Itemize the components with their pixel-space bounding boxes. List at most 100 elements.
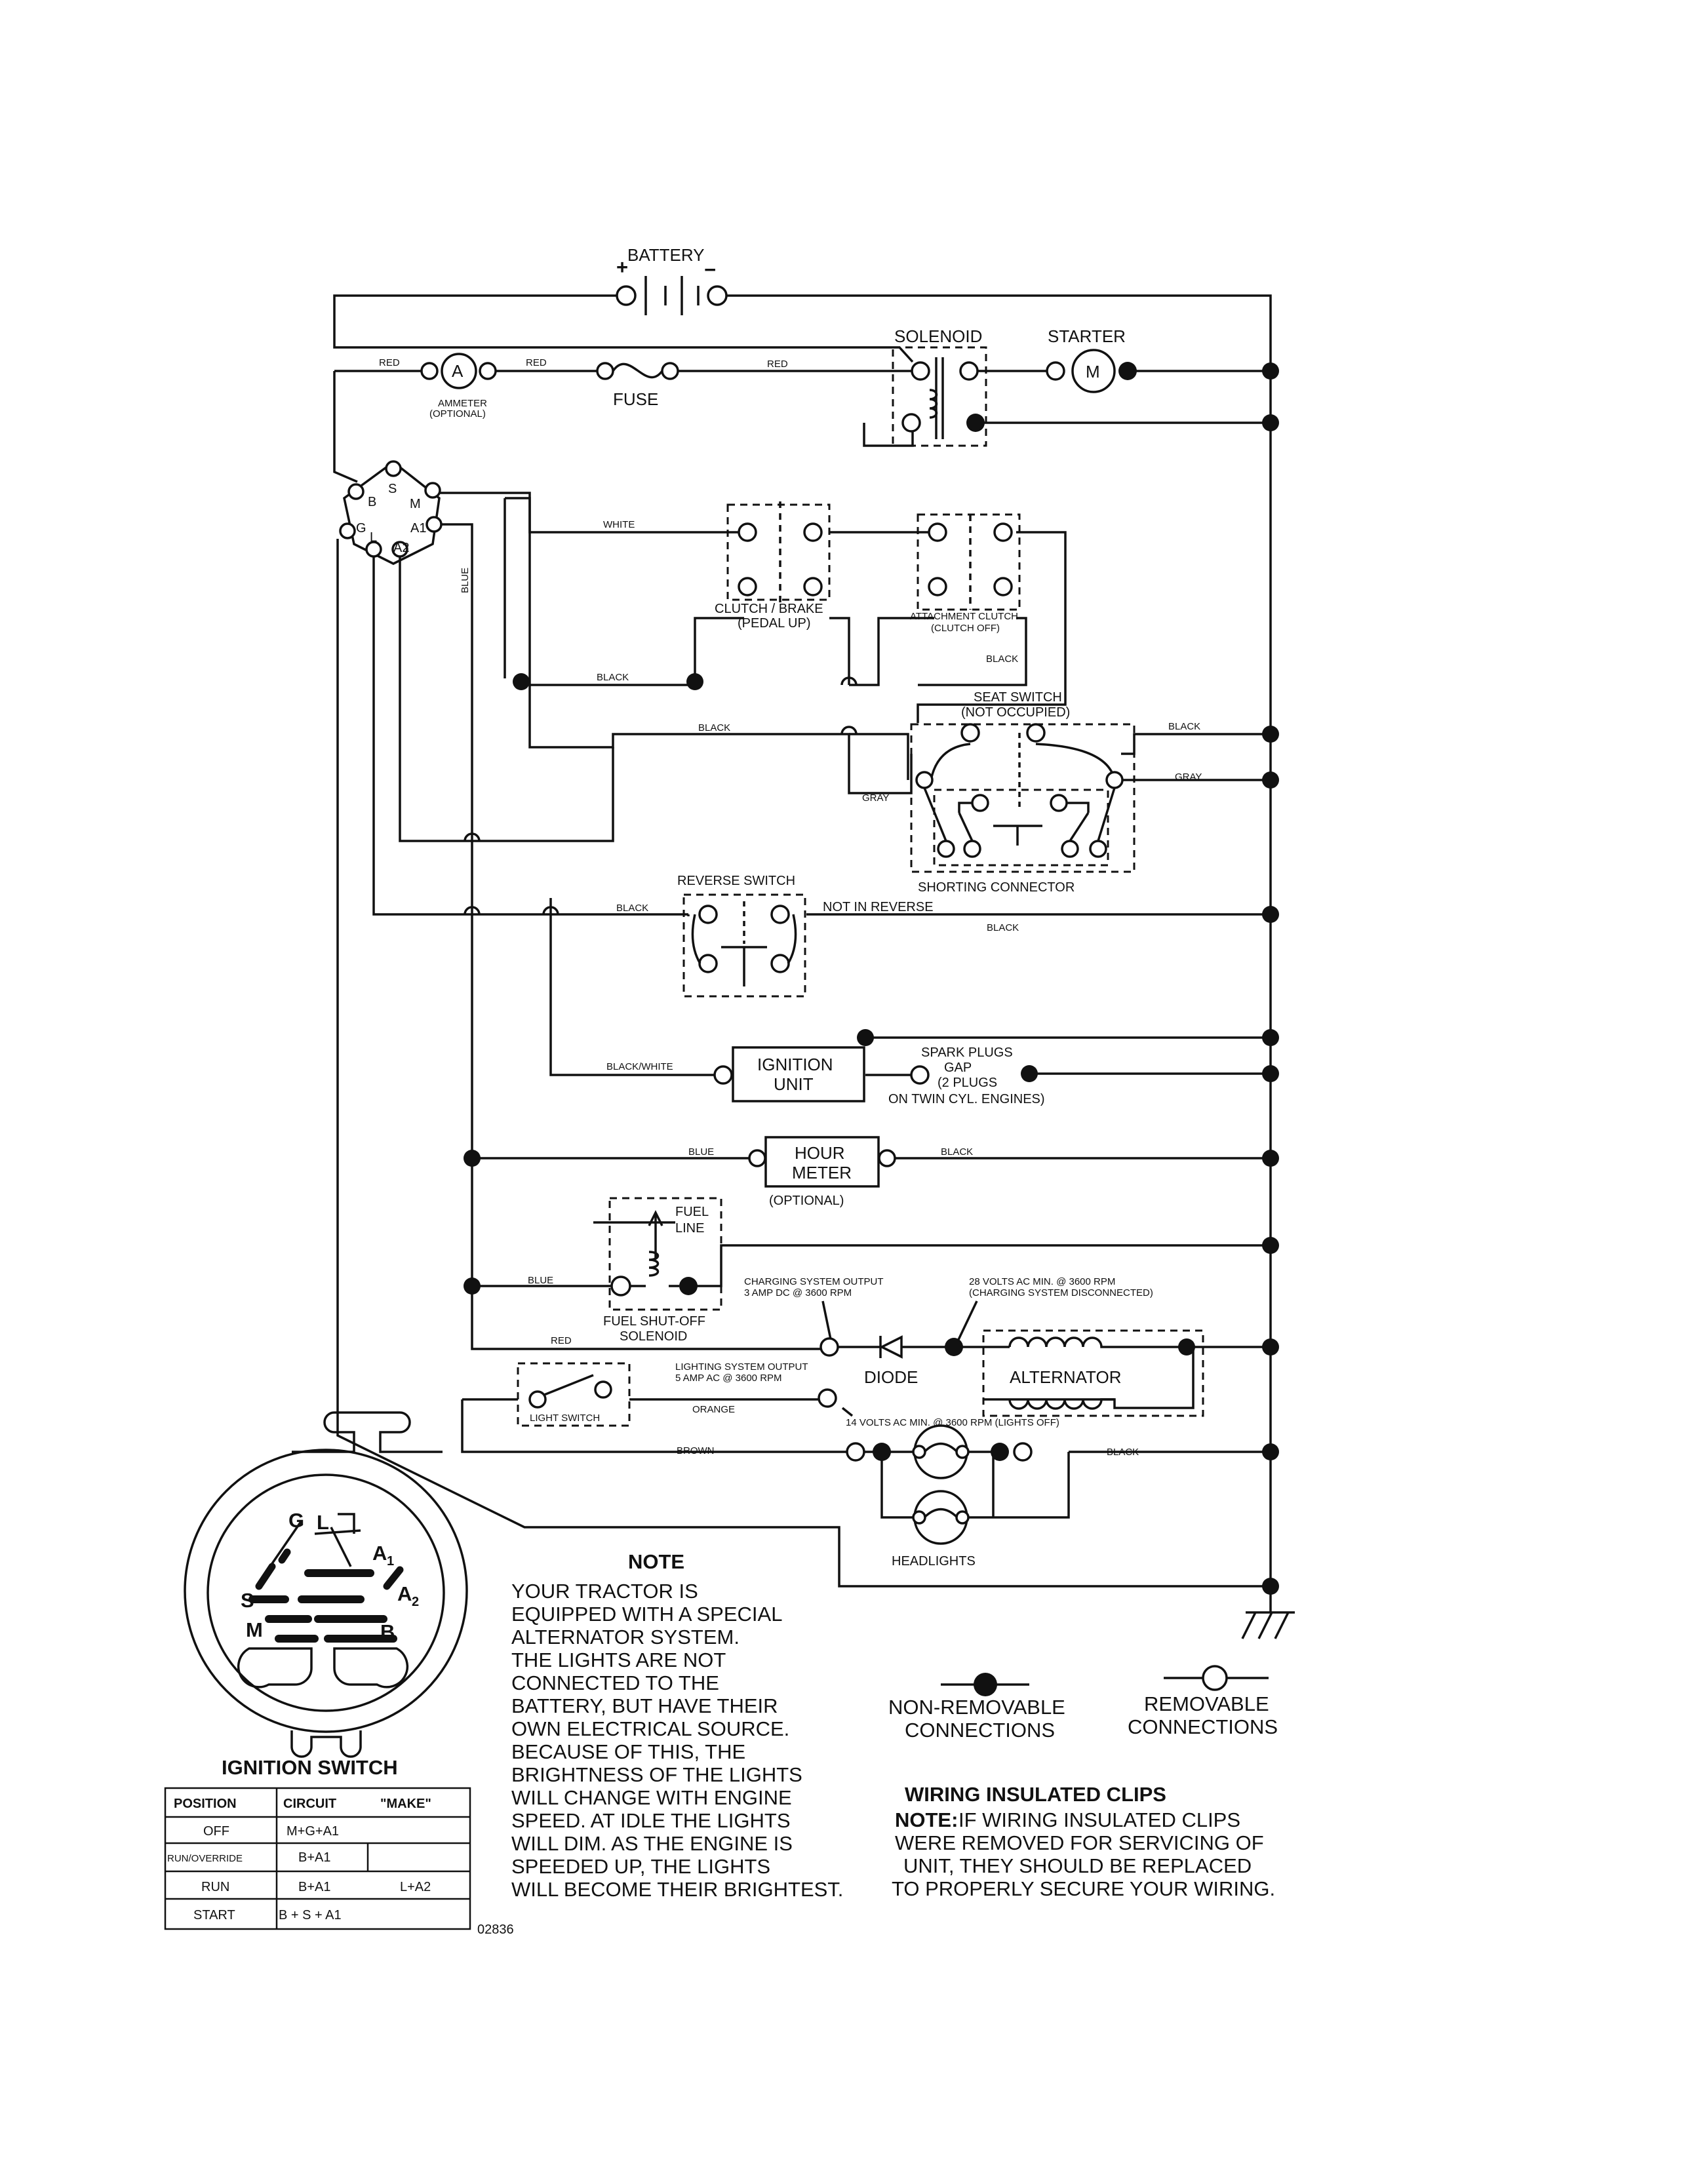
ammeter-label: AMMETER [438, 398, 487, 409]
seat-switch-state: (NOT OCCUPIED) [961, 705, 1070, 720]
note-line: BATTERY, BUT HAVE THEIR [511, 1694, 778, 1717]
wire-label-black-7: BLACK [941, 1146, 973, 1158]
clips-line-3: UNIT, THEY SHOULD BE REPLACED [903, 1854, 1252, 1877]
table-row-circuit: B+A1 [298, 1850, 330, 1865]
clutch-brake-switch: CLUTCH / BRAKE (PEDAL UP) WHITE [603, 501, 831, 631]
battery-negative-terminal [707, 285, 728, 306]
face-label-B: B [380, 1620, 395, 1643]
note-line: CONNECTED TO THE [511, 1671, 719, 1694]
charging-output-label-2: 3 AMP DC @ 3600 RPM [744, 1287, 852, 1298]
light-switch-label: LIGHT SWITCH [530, 1413, 600, 1424]
wire-label-black-3: BLACK [698, 722, 730, 733]
face-label-A1: A [372, 1542, 387, 1565]
wire-label-black-white: BLACK/WHITE [606, 1061, 673, 1072]
clips-line-4: TO PROPERLY SECURE YOUR WIRING. [892, 1877, 1275, 1900]
table-header-position: POSITION [174, 1797, 237, 1811]
ignition-unit-label-1: IGNITION [757, 1055, 833, 1074]
legend-removable-2: CONNECTIONS [1128, 1715, 1278, 1738]
wiring [333, 294, 1295, 1639]
face-label-A1-sub: 1 [387, 1554, 394, 1569]
wire-label-black-1: BLACK [986, 653, 1018, 665]
solenoid-label: SOLENOID [894, 326, 982, 346]
note-title: NOTE [628, 1550, 684, 1573]
seat-switch: SEAT SWITCH (NOT OCCUPIED) SHORTING CONN… [862, 690, 1202, 895]
fuel-line-label-1: FUEL [675, 1205, 709, 1219]
lighting-output-label-1: LIGHTING SYSTEM OUTPUT [675, 1361, 808, 1373]
wire-label-red-4: RED [551, 1335, 572, 1346]
wire-label-red-3: RED [767, 359, 788, 370]
battery-positive-terminal [616, 285, 637, 306]
clutch-brake-state: (PEDAL UP) [738, 616, 811, 631]
light-volts-label: 14 VOLTS AC MIN. @ 3600 RPM (LIGHTS OFF) [846, 1417, 1059, 1428]
face-label-G: G [288, 1509, 304, 1532]
terminal-A2: A2 [393, 541, 409, 555]
table-row-extra: L+A2 [400, 1880, 431, 1894]
junctions-upper [513, 673, 703, 690]
junctions-left [464, 1150, 481, 1295]
alternator-label: ALTERNATOR [1010, 1367, 1121, 1387]
wire-label-red-1: RED [379, 357, 400, 368]
wire-label-white: WHITE [603, 519, 635, 530]
terminal-B: B [368, 495, 376, 509]
face-label-S: S [241, 1589, 254, 1612]
note-line: WILL CHANGE WITH ENGINE [511, 1786, 792, 1809]
attachment-clutch-switch: ATTACHMENT CLUTCH (CLUTCH OFF) BLACK BLA… [597, 513, 1021, 733]
table-row-position: RUN/OVERRIDE [167, 1853, 243, 1864]
ignition-switch-terminals: B S M A1 A2 L G BLUE [339, 460, 471, 593]
shorting-connector-label: SHORTING CONNECTOR [918, 880, 1075, 895]
clips-title: WIRING INSULATED CLIPS [905, 1783, 1166, 1806]
light-switch: LIGHT SWITCH [517, 1362, 631, 1427]
note: NOTE YOUR TRACTOR IS EQUIPPED WITH A SPE… [511, 1550, 843, 1901]
starter-motor-symbol [1071, 349, 1116, 393]
wire-label-gray-2: GRAY [862, 792, 889, 804]
wire-label-black-4: BLACK [1168, 721, 1200, 732]
starter: STARTER M [1046, 326, 1137, 393]
note-line: SPEED. AT IDLE THE LIGHTS [511, 1809, 791, 1832]
terminal-L: L [370, 530, 377, 545]
note-line: BECAUSE OF THIS, THE [511, 1740, 745, 1763]
wire-label-orange: ORANGE [692, 1404, 735, 1415]
wire-label-blue-2: BLUE [528, 1275, 553, 1286]
note-line: OWN ELECTRICAL SOURCE. [511, 1717, 789, 1740]
face-label-A2-sub: 2 [412, 1595, 419, 1609]
table-header-circuit: CIRCUIT [283, 1797, 336, 1811]
reverse-switch-label: REVERSE SWITCH [677, 874, 795, 888]
headlights: HEADLIGHTS BROWN BLACK [677, 1424, 1139, 1569]
wiring-clips-note: WIRING INSULATED CLIPS NOTE: IF WIRING I… [892, 1783, 1275, 1900]
ignition-table: POSITION CIRCUIT "MAKE" OFF M+G+A1 RUN/O… [164, 1787, 471, 1930]
ignition-switch-title: IGNITION SWITCH [222, 1756, 398, 1779]
reverse-switch: REVERSE SWITCH NOT IN REVERSE BLACK BLAC… [616, 874, 1019, 998]
table-row-circuit: B + S + A1 [279, 1908, 342, 1922]
connections-legend: NON-REMOVABLE CONNECTIONS REMOVABLE CONN… [888, 1665, 1278, 1742]
fuel-line-label-2: LINE [675, 1221, 704, 1236]
solenoid: SOLENOID [892, 326, 987, 447]
spark-plugs-label-2: GAP [944, 1061, 972, 1075]
not-in-reverse-label: NOT IN REVERSE [823, 900, 934, 914]
spark-plugs-label-4: ON TWIN CYL. ENGINES) [888, 1092, 1045, 1106]
removable-connection-symbol [1202, 1665, 1228, 1691]
charging-output-label-1: CHARGING SYSTEM OUTPUT [744, 1276, 884, 1287]
lighting-output-label-2: 5 AMP AC @ 3600 RPM [675, 1373, 782, 1384]
note-line: SPEEDED UP, THE LIGHTS [511, 1855, 770, 1878]
battery-negative-sign: − [704, 258, 716, 281]
terminal-G: G [356, 521, 366, 536]
note-line: YOUR TRACTOR IS [511, 1580, 698, 1603]
fuel-shutoff-solenoid: FUEL LINE FUEL SHUT-OFF SOLENOID BLUE [528, 1197, 722, 1344]
face-label-M: M [246, 1618, 263, 1641]
svg-text:M: M [1086, 362, 1100, 381]
clutch-brake-label: CLUTCH / BRAKE [715, 602, 823, 616]
ignition-switch-face: G L A 1 A 2 S M B [184, 1411, 468, 1758]
table-row-circuit: M+G+A1 [286, 1824, 339, 1839]
ignition-unit-label-2: UNIT [774, 1074, 814, 1094]
clips-note-label: NOTE: [895, 1808, 958, 1831]
face-label-A2: A [397, 1582, 412, 1605]
hour-meter-note: (OPTIONAL) [769, 1194, 844, 1208]
ac-volts-label-1: 28 VOLTS AC MIN. @ 3600 RPM [969, 1276, 1115, 1287]
fuel-solenoid-label-2: SOLENOID [620, 1329, 687, 1344]
non-removable-connection-symbol [974, 1673, 997, 1696]
wire-label-black-8: BLACK [1107, 1447, 1139, 1458]
wire-label-black-6: BLACK [987, 922, 1019, 933]
junctions-right [1262, 362, 1279, 1595]
wire-label-black-2: BLACK [597, 672, 629, 683]
